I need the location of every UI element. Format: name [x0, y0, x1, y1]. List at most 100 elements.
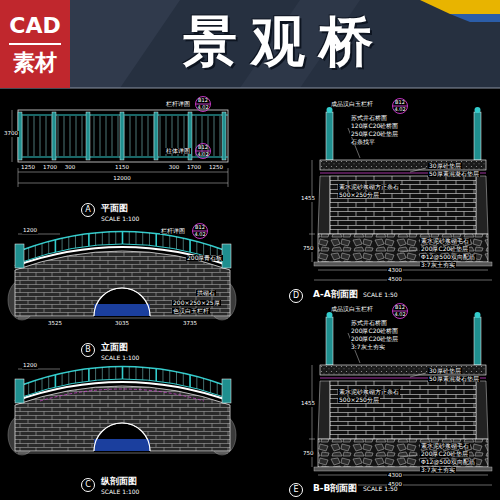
annotation: 200厚C20砼垫层: [420, 246, 469, 252]
baluster: [55, 240, 57, 252]
view-marker: D: [289, 289, 303, 303]
view-title: 立面图: [100, 343, 129, 352]
scale-note: SCALE 1:100: [100, 489, 140, 495]
annotation: Φ12@500双向配筋: [420, 459, 476, 465]
cross-section: [309, 107, 492, 280]
scale-note: SCALE 1:100: [100, 355, 140, 361]
annotation: 石条找平: [350, 139, 376, 145]
annotation: 苏式井石桥面: [350, 320, 388, 326]
view-letter: A: [85, 206, 90, 214]
baluster: [118, 116, 119, 156]
annotation: 成品汉白玉栏杆: [330, 101, 374, 107]
rail-post: [52, 112, 56, 160]
header-band: [0, 0, 500, 88]
annotation: 500×250分层: [338, 397, 380, 403]
baluster: [94, 116, 95, 156]
rail-post: [154, 112, 158, 160]
baluster: [75, 236, 76, 248]
dimension: 3035: [114, 321, 130, 327]
dimension: 1700: [186, 165, 202, 171]
baluster: [130, 116, 131, 156]
view-letter: B: [85, 346, 91, 354]
dimension: 1200: [22, 363, 38, 369]
detail-callout: 4.02: [194, 232, 205, 237]
annotation: 拱砌石: [196, 290, 216, 296]
baluster: [162, 234, 163, 246]
dimension: 3700: [3, 131, 19, 137]
baluster: [142, 116, 143, 156]
dimension: 1250: [20, 165, 36, 171]
annotation: 30厚砼垫层: [428, 368, 462, 374]
annotation: 素水泥砂浆砌方正条石: [338, 389, 400, 395]
view-marker: B: [81, 343, 95, 357]
detail-callout: 4.02: [197, 105, 208, 110]
detail-callout: B12: [195, 225, 205, 230]
annotation: 200×250×25厚: [172, 300, 221, 306]
baluster: [129, 232, 130, 244]
baluster: [169, 236, 170, 248]
baluster: [68, 237, 69, 249]
baluster: [189, 240, 191, 252]
baluster: [100, 116, 101, 156]
dimension: 3525: [47, 321, 63, 327]
view-title: B-B剖面图: [312, 484, 358, 493]
baluster: [82, 116, 83, 156]
baluster: [122, 232, 124, 245]
dimension: 4500: [387, 277, 403, 283]
page-title: 景观桥: [70, 12, 500, 71]
rail-post: [120, 112, 124, 160]
annotation: 50厚素混凝石垫层: [428, 171, 480, 177]
rail-post: [86, 112, 90, 160]
dimension: 12000: [112, 176, 132, 182]
baluster: [135, 232, 136, 244]
dimension: 4300: [387, 268, 403, 274]
badge-box: CAD素材: [0, 0, 70, 88]
dimension: 300: [64, 165, 77, 171]
detail-callout: 4.02: [197, 152, 208, 157]
baluster: [76, 116, 77, 156]
dimension: 1455: [300, 401, 316, 407]
annotation: 成品汉白玉栏杆: [330, 306, 374, 312]
annotation: 栏杆详图: [165, 101, 191, 107]
view-letter: C: [85, 481, 91, 489]
rail-post: [222, 112, 226, 160]
annotation: 120厚C20砼桥面: [350, 123, 399, 129]
baluster: [28, 116, 29, 156]
annotation: 3:7灰土夯实: [350, 344, 386, 350]
baluster: [155, 234, 157, 246]
baluster: [112, 116, 113, 156]
annotation: 50厚素混凝石垫层: [428, 376, 480, 382]
annotation: 200厚C20砼垫层: [350, 336, 399, 342]
view-title: A-A剖面图: [312, 290, 359, 299]
dimension: 1200: [22, 228, 38, 234]
annotation: 200厚青石板: [186, 255, 223, 261]
annotation: 250厚C20砼垫层: [350, 131, 399, 137]
baluster: [58, 116, 59, 156]
dimension: 1700: [42, 165, 58, 171]
baluster: [28, 248, 29, 260]
baluster: [220, 116, 221, 156]
annotation: 3:7灰土夯实: [420, 262, 456, 268]
baluster: [62, 238, 63, 250]
dimension: 1455: [300, 196, 316, 202]
detail-callout: 4.02: [394, 107, 405, 112]
baluster: [183, 238, 184, 250]
annotation: 素水泥砂浆砌毛石: [420, 443, 470, 449]
annotation: 200厚C20砼桥面: [350, 328, 399, 334]
dimension: 750: [302, 246, 315, 252]
baluster: [203, 243, 204, 255]
dimension: 1150: [114, 165, 130, 171]
baluster: [142, 232, 143, 244]
scale-note: SCALE 1:50: [362, 486, 399, 492]
view-marker: A: [81, 203, 95, 217]
dimension: 3735: [182, 321, 198, 327]
baluster: [64, 116, 65, 156]
annotation: 栏杆详图: [160, 228, 186, 234]
detail-callout: B12: [198, 145, 208, 150]
baluster: [106, 116, 107, 156]
detail-callout: 4.02: [394, 312, 405, 317]
annotation: 苏式井石桥面: [350, 115, 388, 121]
view-title: 纵剖面图: [100, 477, 138, 486]
baluster: [40, 116, 41, 156]
